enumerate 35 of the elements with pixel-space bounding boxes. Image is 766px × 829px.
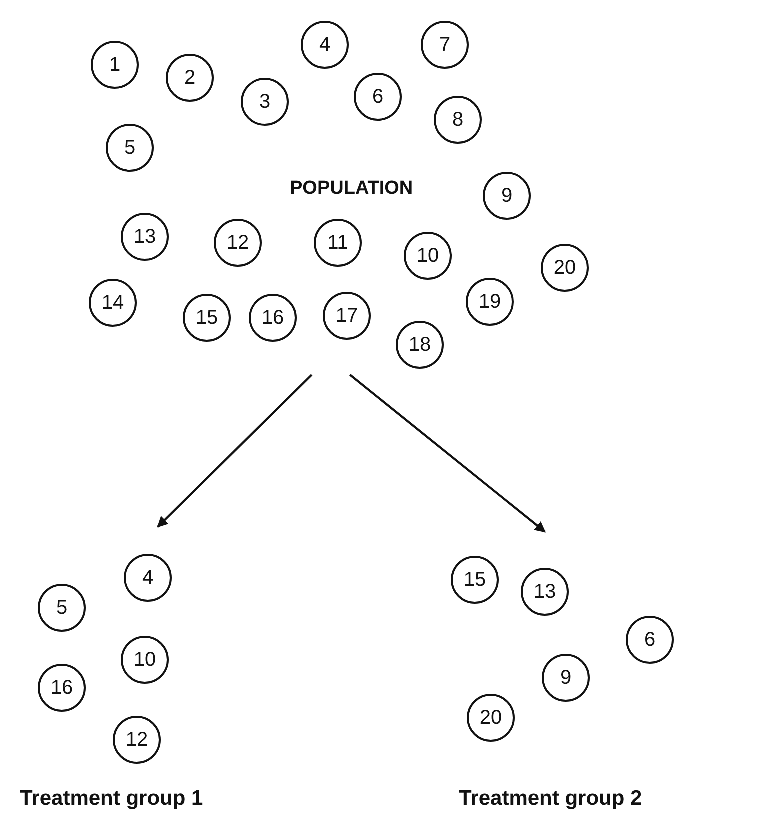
numbered-circle: 12 xyxy=(214,219,262,267)
numbered-circle: 16 xyxy=(249,294,297,342)
numbered-circle: 16 xyxy=(38,664,86,712)
numbered-circle: 2 xyxy=(166,54,214,102)
group-label: POPULATION xyxy=(290,178,414,200)
numbered-circle: 19 xyxy=(466,278,514,326)
numbered-circle: 5 xyxy=(106,124,154,172)
numbered-circle: 4 xyxy=(124,554,172,602)
numbered-circle: 1 xyxy=(91,41,139,89)
numbered-circle: 20 xyxy=(541,244,589,292)
numbered-circle: 9 xyxy=(483,172,531,220)
numbered-circle: 9 xyxy=(542,654,590,702)
numbered-circle: 17 xyxy=(323,292,371,340)
numbered-circle: 15 xyxy=(183,294,231,342)
numbered-circle: 11 xyxy=(314,219,362,267)
numbered-circle: 6 xyxy=(626,616,674,664)
numbered-circle: 5 xyxy=(38,584,86,632)
numbered-circle: 12 xyxy=(113,716,161,764)
numbered-circle: 8 xyxy=(434,96,482,144)
numbered-circle: 20 xyxy=(467,694,515,742)
arrow xyxy=(157,374,313,528)
group-label: Treatment group 2 xyxy=(459,787,642,811)
numbered-circle: 13 xyxy=(521,568,569,616)
arrow xyxy=(350,374,546,533)
numbered-circle: 3 xyxy=(241,78,289,126)
numbered-circle: 4 xyxy=(301,21,349,69)
numbered-circle: 18 xyxy=(396,321,444,369)
numbered-circle: 10 xyxy=(121,636,169,684)
numbered-circle: 6 xyxy=(354,73,402,121)
numbered-circle: 7 xyxy=(421,21,469,69)
numbered-circle: 15 xyxy=(451,556,499,604)
numbered-circle: 10 xyxy=(404,232,452,280)
numbered-circle: 14 xyxy=(89,279,137,327)
numbered-circle: 13 xyxy=(121,213,169,261)
group-label: Treatment group 1 xyxy=(20,787,204,811)
